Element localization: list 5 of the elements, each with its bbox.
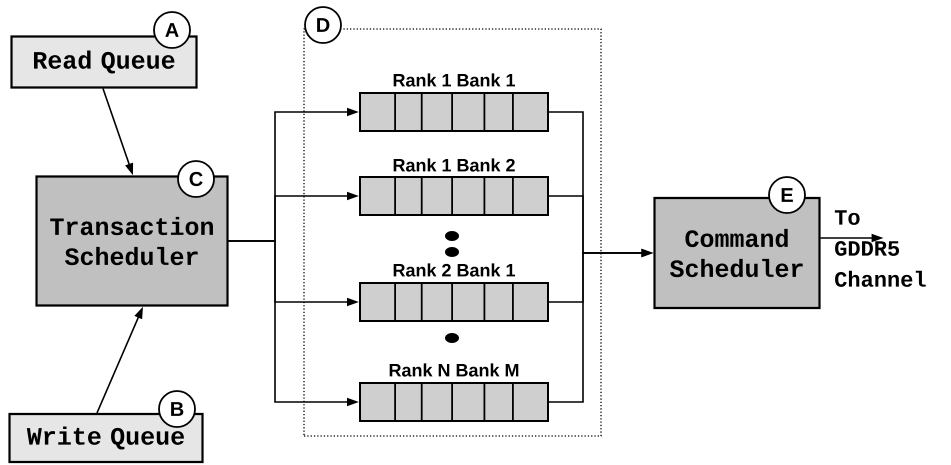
edge-label: To GDDR5 Channel <box>834 210 926 287</box>
queue-label: Rank 2 Bank 1 <box>394 263 516 277</box>
queue-label: Rank 1 Bank 1 <box>394 73 516 87</box>
queue-label: Rank 1 Bank 2 <box>394 158 515 172</box>
queue-label: Rank N Bank M <box>390 363 518 377</box>
